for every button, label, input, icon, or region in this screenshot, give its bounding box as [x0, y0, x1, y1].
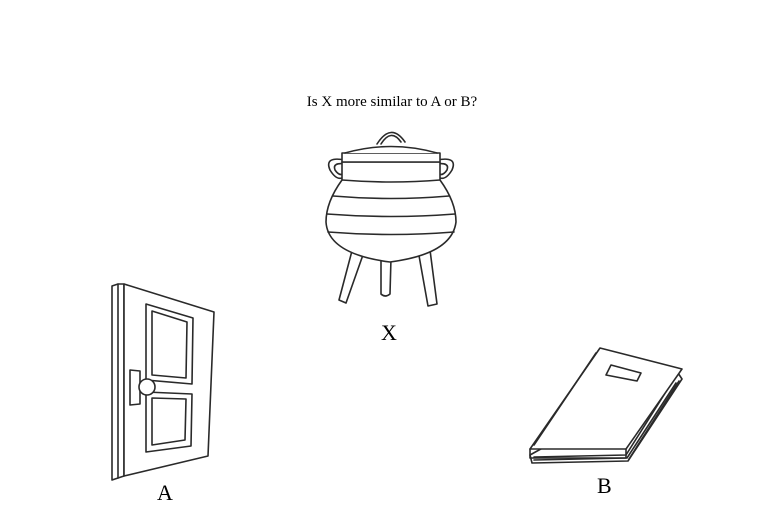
item-b-label: B — [597, 473, 612, 498]
item-a-label: A — [157, 480, 173, 505]
door-icon — [111, 283, 215, 481]
cauldron-icon — [325, 131, 457, 307]
item-x-label: X — [381, 320, 397, 345]
book-icon — [529, 347, 683, 464]
question-text: Is X more similar to A or B? — [306, 94, 478, 110]
